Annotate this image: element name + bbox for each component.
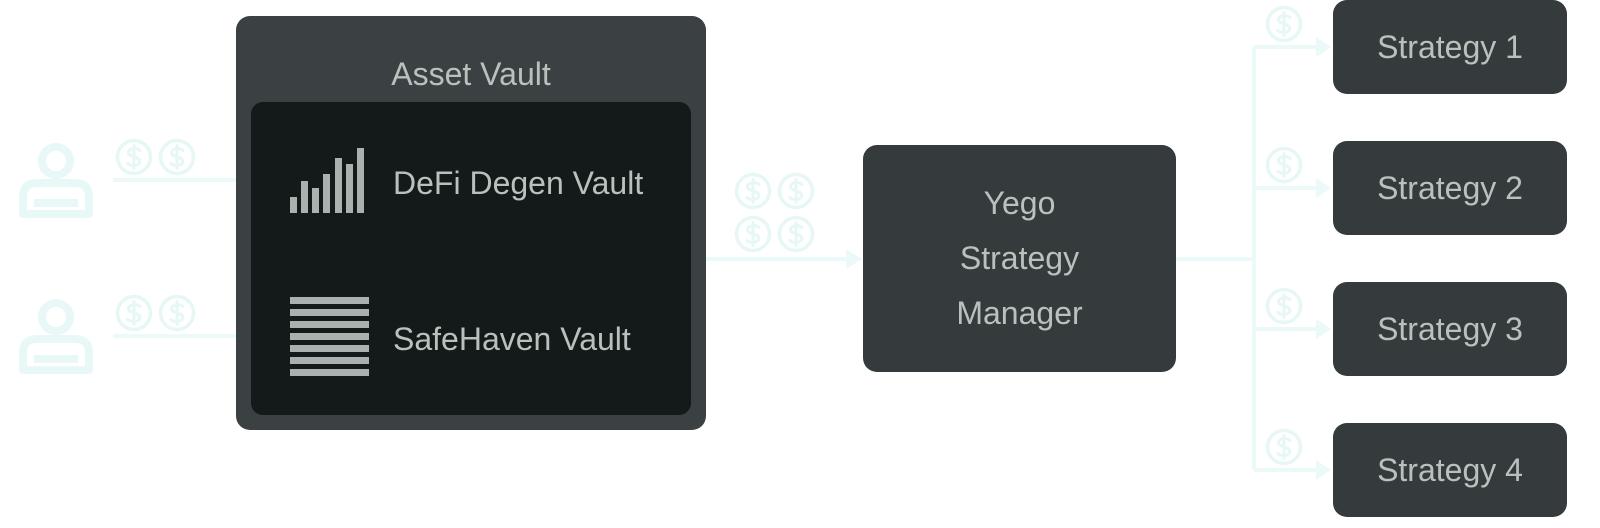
strategy-label: Strategy 1 (1377, 28, 1523, 65)
manager-label-line: Manager (956, 295, 1083, 331)
strategy-2-box: Strategy 2 (1333, 141, 1567, 235)
bar-chart-icon (290, 148, 364, 213)
stacked-lines-icon (290, 297, 369, 376)
arrow-right-icon (1316, 460, 1331, 480)
dollar-coin-icon (1265, 5, 1303, 43)
manager-label-line: Yego (983, 185, 1056, 221)
vault-label-safehaven: SafeHaven Vault (393, 321, 631, 357)
strategy-3-box: Strategy 3 (1333, 282, 1567, 376)
manager-label-line: Strategy (959, 240, 1080, 276)
dollar-coin-icon (734, 215, 772, 253)
asset-vault-title: Asset Vault (391, 56, 551, 92)
vault-label-defi-degen: DeFi Degen Vault (393, 165, 644, 201)
dollar-coin-icon (158, 138, 196, 176)
user-icon (23, 147, 89, 214)
dollar-coin-icon (115, 138, 153, 176)
strategy-manager: Yego Strategy Manager (863, 145, 1176, 372)
dollar-coin-icon (1265, 287, 1303, 325)
dollar-coin-icon (158, 294, 196, 332)
dollar-coin-icon (1265, 146, 1303, 184)
user-icon (23, 303, 89, 370)
arrow-right-icon (1316, 37, 1331, 57)
strategy-label: Strategy 4 (1377, 451, 1523, 488)
dollar-coin-icon (777, 172, 815, 210)
dollar-coin-icon (777, 215, 815, 253)
dollar-coin-icon (1265, 428, 1303, 466)
arrow-right-icon (1316, 178, 1331, 198)
arrow-right-icon (1316, 319, 1331, 339)
asset-vault: Asset Vault DeFi Degen Vault SafeHaven V… (236, 16, 706, 430)
arrow-right-icon (846, 249, 862, 269)
strategy-label: Strategy 3 (1377, 310, 1523, 347)
strategy-1-box: Strategy 1 (1333, 0, 1567, 94)
vault-list: DeFi Degen Vault SafeHaven Vault (251, 102, 691, 415)
dollar-coin-icon (115, 294, 153, 332)
strategy-4-box: Strategy 4 (1333, 423, 1567, 517)
strategy-label: Strategy 2 (1377, 169, 1523, 206)
dollar-coin-icon (734, 172, 772, 210)
